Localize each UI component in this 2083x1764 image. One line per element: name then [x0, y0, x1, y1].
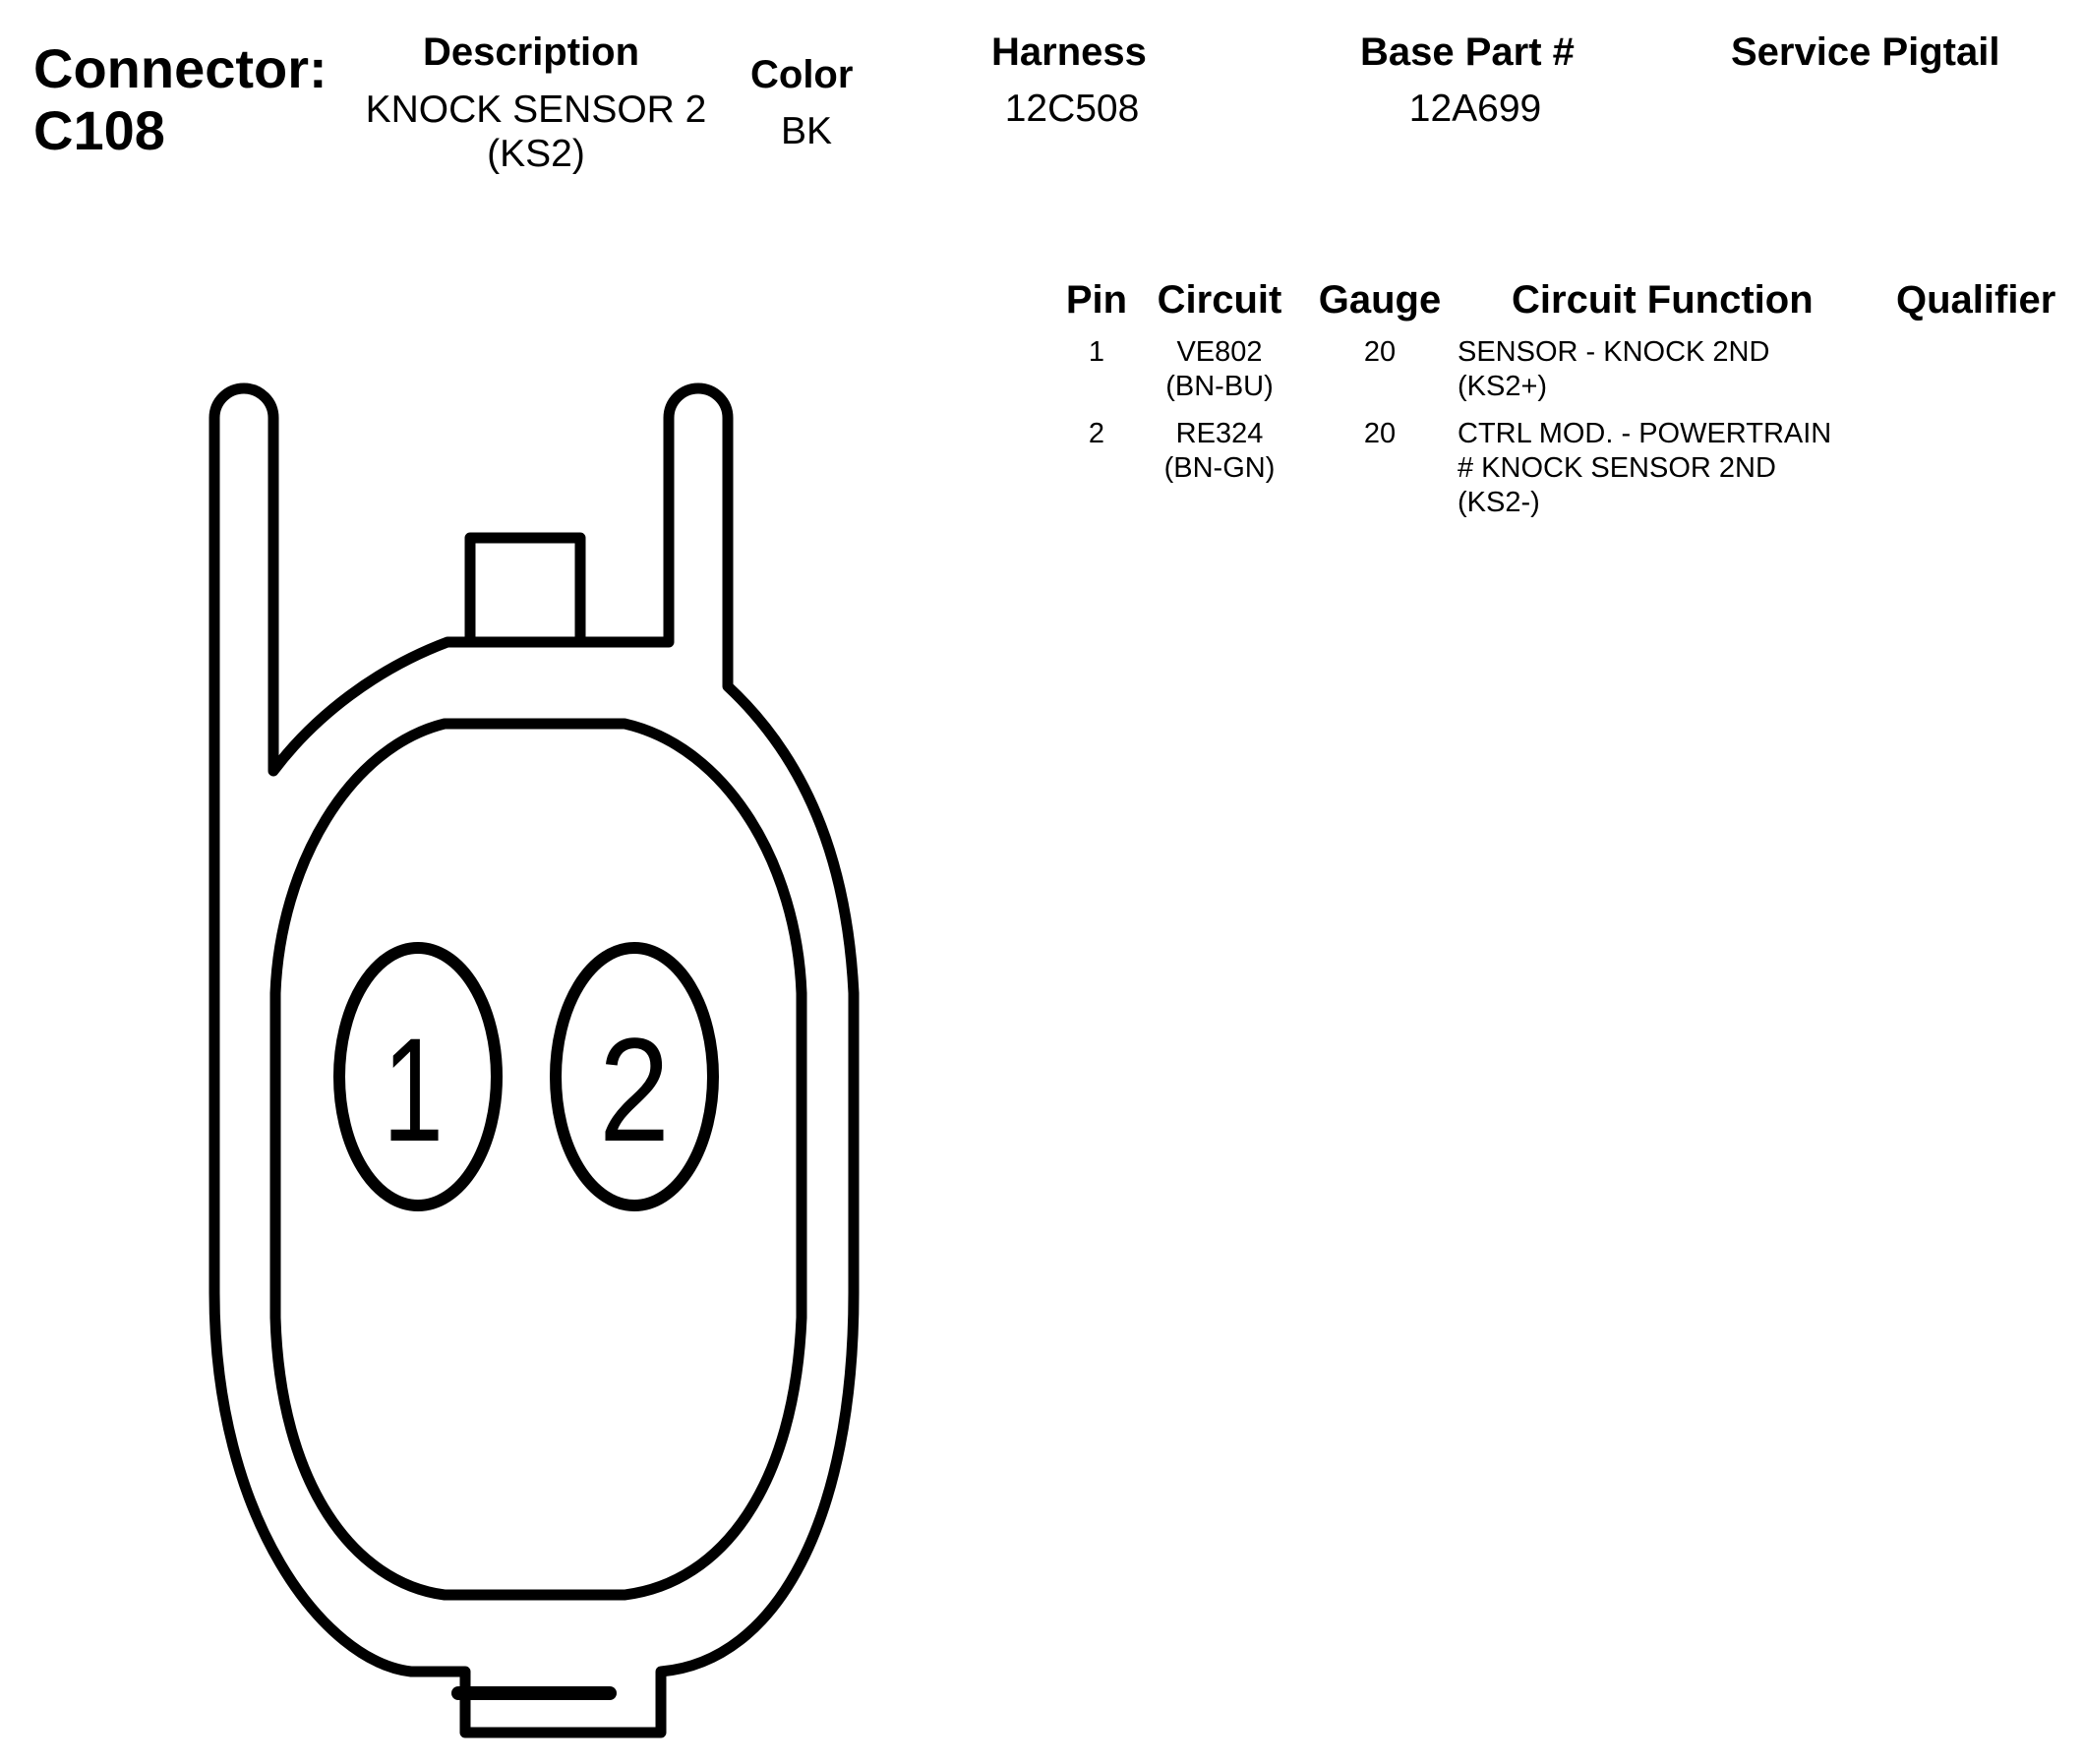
circuit-function-line: (KS2+) — [1458, 371, 1548, 402]
gauge: 20 — [1363, 418, 1397, 449]
pin-1-circle — [333, 942, 503, 1211]
circuit-function-line: (KS2-) — [1458, 487, 1540, 518]
description-value-line1: KNOCK SENSOR 2 — [365, 88, 707, 131]
connector-key-tab — [464, 532, 586, 648]
circuit-function-line: CTRL MOD. - POWERTRAIN — [1458, 418, 1832, 449]
harness-header: Harness — [991, 30, 1147, 74]
connector-housing-outline — [208, 382, 860, 1738]
circuit-function-line: SENSOR - KNOCK 2ND — [1458, 336, 1770, 368]
pin-column-header: Pin — [1065, 278, 1128, 322]
gauge-column-header: Gauge — [1318, 278, 1442, 322]
wire-color: (BN-GN) — [1163, 452, 1276, 484]
circuit-id: RE324 — [1175, 418, 1264, 449]
circuit-function-line: # KNOCK SENSOR 2ND — [1458, 452, 1776, 484]
wire-color: (BN-BU) — [1165, 371, 1274, 402]
circuit-id: VE802 — [1176, 336, 1263, 368]
gauge: 20 — [1363, 336, 1397, 368]
base-part-value: 12A699 — [1408, 88, 1542, 130]
color-header: Color — [750, 53, 854, 96]
pin-2-label: 2 — [599, 1007, 670, 1172]
connector-label: Connector: — [33, 37, 327, 99]
connector-inner-cavity — [269, 718, 807, 1601]
pin-2-circle — [550, 942, 719, 1211]
pin-number: 2 — [1088, 418, 1105, 449]
service-pigtail-header: Service Pigtail — [1731, 30, 2000, 74]
base-part-header: Base Part # — [1360, 30, 1575, 74]
harness-value: 12C508 — [1004, 88, 1140, 130]
pin-number: 1 — [1088, 336, 1105, 368]
description-value-line2: (KS2) — [487, 133, 585, 175]
description-header: Description — [423, 30, 640, 74]
color-value: BK — [780, 110, 833, 152]
qualifier-column-header: Qualifier — [1896, 278, 2056, 322]
connector-id: C108 — [33, 99, 165, 161]
circuit-function-column-header: Circuit Function — [1512, 278, 1814, 322]
pin-1-label: 1 — [383, 1007, 444, 1172]
circuit-column-header: Circuit — [1157, 278, 1282, 322]
